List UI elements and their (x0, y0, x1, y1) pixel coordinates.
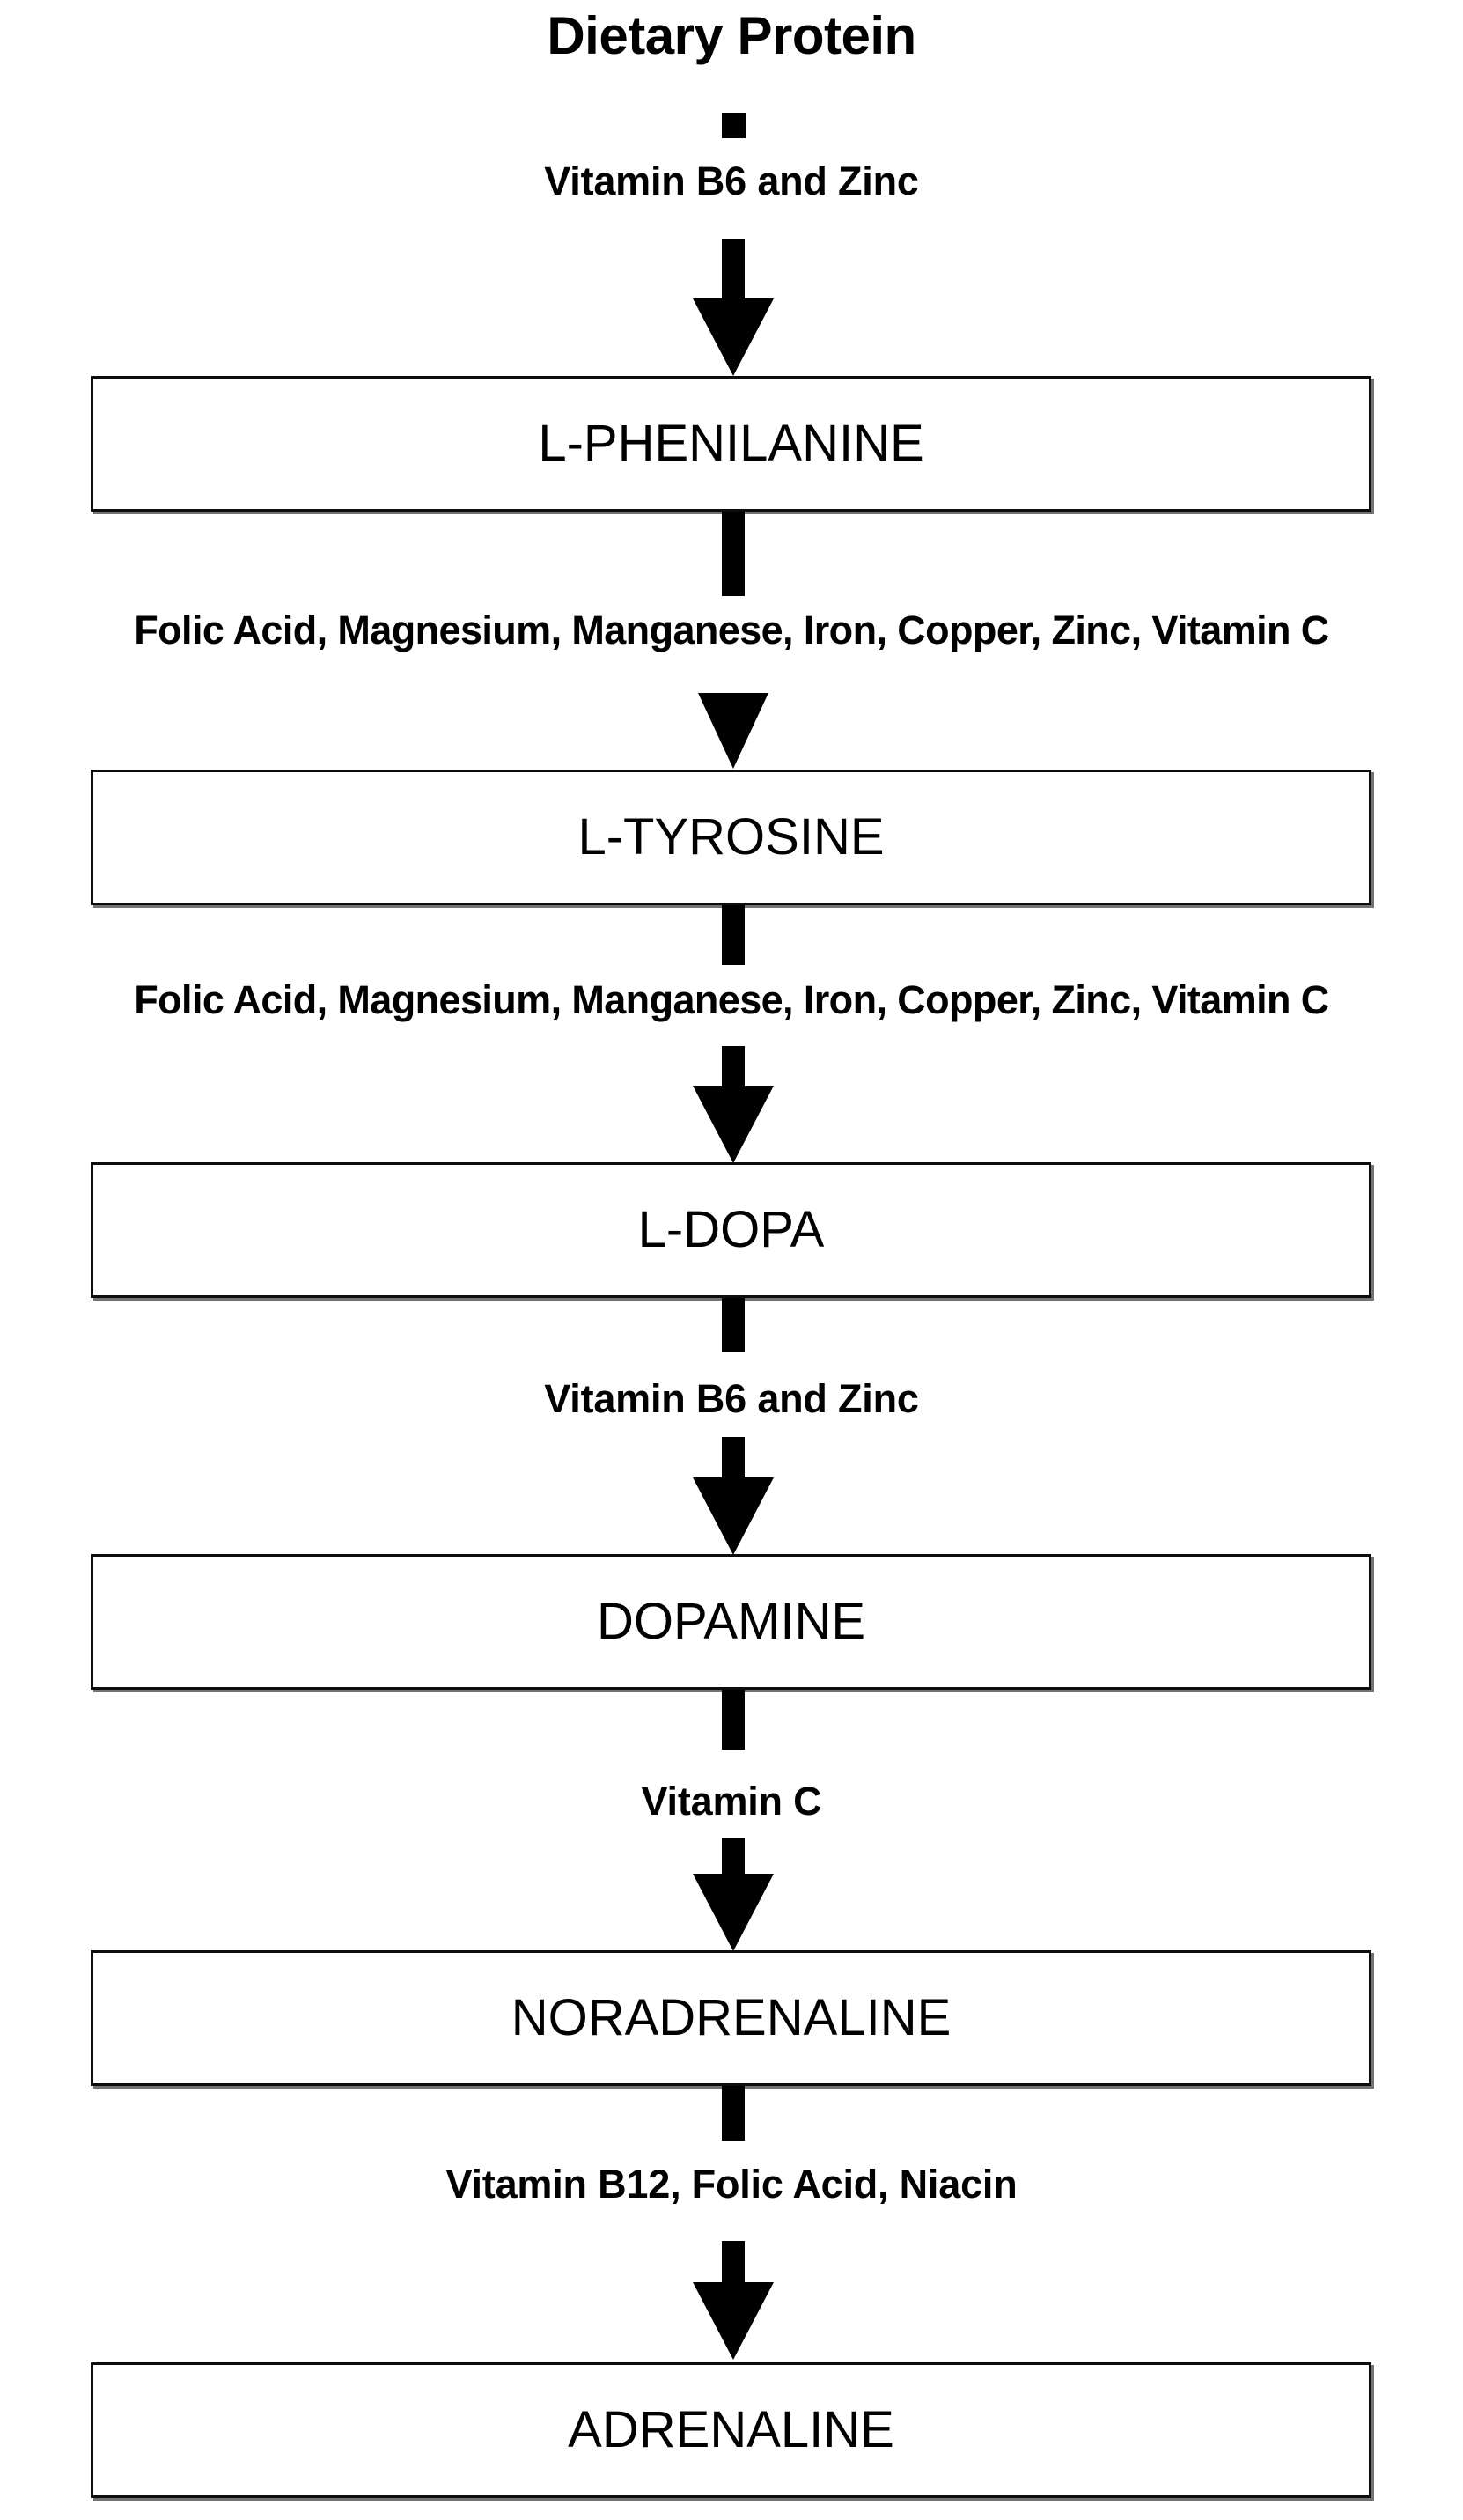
node-label-dopamine: DOPAMINE (596, 1593, 866, 1650)
arrow-stem-tyrosine-to-dopa (722, 905, 745, 965)
arrow-stem-dopamine-to-noradrenaline (722, 1690, 745, 1750)
node-label-l-tyrosine: L-TYROSINE (577, 808, 885, 866)
edge-label-tyrosine-to-dopa: Folic Acid, Magnesium, Manganese, Iron, … (134, 977, 1329, 1022)
node-box-l-tyrosine[interactable]: L-TYROSINE (91, 770, 1371, 905)
edge-label-phenilanine-to-tyrosine: Folic Acid, Magnesium, Manganese, Iron, … (134, 608, 1329, 652)
arrow-head-noradrenaline-to-adrenaline (693, 2282, 774, 2360)
edge-label-protein-to-phenilanine: Vitamin B6 and Zinc (544, 158, 919, 203)
node-box-l-dopa[interactable]: L-DOPA (91, 1162, 1371, 1298)
arrow-head-tyrosine-to-dopa (693, 1086, 774, 1163)
edge-label-dopa-to-dopamine: Vitamin B6 and Zinc (544, 1376, 919, 1421)
edge-label-dopamine-to-noradrenaline: Vitamin C (641, 1779, 822, 1824)
diagram-title: Dietary Protein (547, 6, 916, 65)
arrow-head-dopamine-to-noradrenaline (693, 1874, 774, 1951)
arrow-head-dopa-to-dopamine (693, 1477, 774, 1555)
node-label-noradrenaline: NORADRENALINE (511, 1989, 952, 2046)
node-box-adrenaline[interactable]: ADRENALINE (91, 2362, 1371, 2498)
connector-stub-protein (722, 113, 746, 138)
arrow-stem-phenilanine-to-tyrosine (722, 512, 745, 596)
arrow-stem-dopa-to-dopamine (722, 1298, 745, 1352)
node-box-l-phenilanine[interactable]: L-PHENILANINE (91, 376, 1371, 512)
arrow-head-protein-to-phenilanine (693, 298, 774, 376)
node-box-dopamine[interactable]: DOPAMINE (91, 1554, 1371, 1690)
edge-label-noradrenaline-to-adrenaline: Vitamin B12, Folic Acid, Niacin (445, 2162, 1018, 2207)
arrow-head-phenilanine-to-tyrosine (698, 693, 768, 769)
node-label-adrenaline: ADRENALINE (568, 2401, 894, 2458)
node-label-l-phenilanine: L-PHENILANINE (538, 415, 924, 472)
node-label-l-dopa: L-DOPA (637, 1201, 825, 1258)
node-box-noradrenaline[interactable]: NORADRENALINE (91, 1950, 1371, 2086)
arrow-stem-protein-to-phenilanine (722, 239, 745, 301)
arrow-stem-noradrenaline-to-adrenaline (722, 2086, 745, 2141)
